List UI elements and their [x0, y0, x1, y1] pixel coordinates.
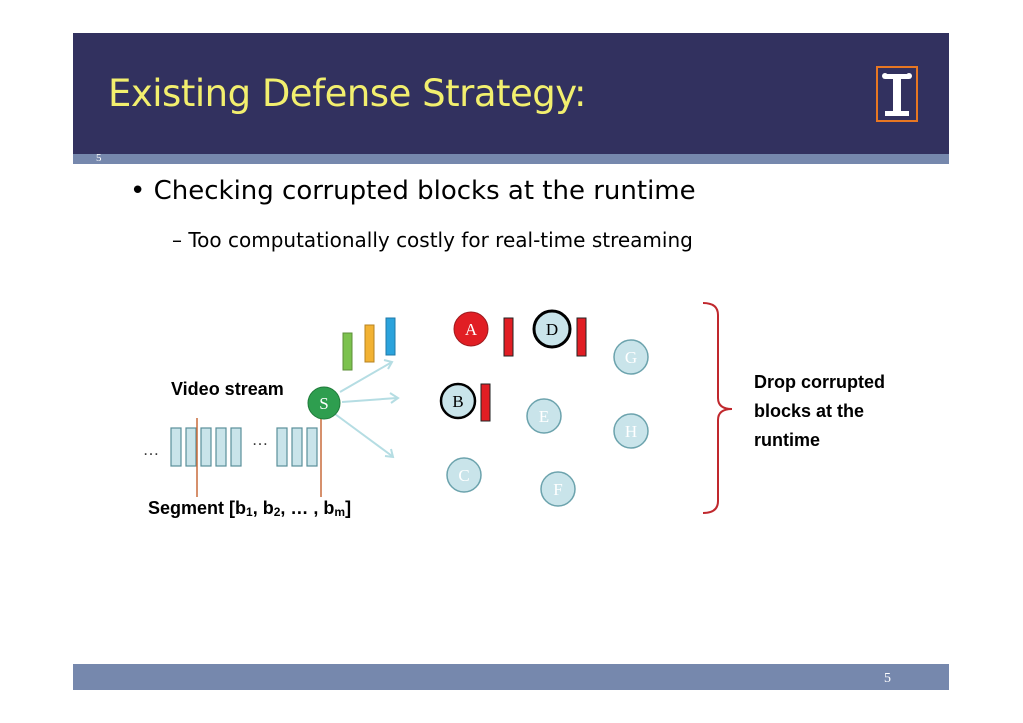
slide-number-small: 5 — [96, 152, 102, 164]
node-g: G — [613, 339, 649, 375]
svg-text:F: F — [553, 480, 562, 499]
right-brace — [702, 302, 733, 514]
block-green — [342, 332, 353, 371]
ellipsis-left: … — [143, 442, 159, 459]
segment-label: Segment [b1, b2, … , bm] — [148, 498, 351, 519]
svg-text:E: E — [539, 407, 549, 426]
node-b: B — [439, 382, 477, 420]
main-bullet: • Checking corrupted blocks at the runti… — [130, 176, 696, 206]
node-d: D — [532, 309, 572, 349]
source-node-s: S — [307, 386, 341, 420]
arrows — [334, 359, 400, 459]
node-f: F — [540, 471, 576, 507]
block-yellow — [364, 324, 375, 363]
node-c: C — [446, 457, 482, 493]
drop-label-line3: runtime — [754, 430, 820, 450]
university-logo-icon — [876, 66, 918, 122]
svg-text:S: S — [319, 394, 328, 413]
header-stripe — [73, 154, 949, 164]
video-stream-label: Video stream — [171, 379, 284, 399]
footer-bar — [73, 664, 949, 690]
corrupted-block-d — [576, 317, 587, 357]
svg-text:A: A — [465, 320, 478, 339]
segment-blocks — [170, 427, 318, 467]
block-blue — [385, 317, 396, 356]
node-h: H — [613, 413, 649, 449]
svg-text:B: B — [452, 392, 463, 411]
svg-text:C: C — [458, 466, 469, 485]
sub-bullet: – Too computationally costly for real-ti… — [172, 228, 693, 252]
page-number: 5 — [884, 671, 891, 686]
svg-text:D: D — [546, 320, 558, 339]
node-a: A — [453, 311, 489, 347]
drop-label-line2: blocks at the — [754, 401, 864, 421]
corrupted-block-b — [480, 383, 491, 422]
corrupted-block-a — [503, 317, 514, 357]
slide-title: Existing Defense Strategy: — [108, 72, 586, 115]
drop-label-line1: Drop corrupted — [754, 372, 885, 392]
ellipsis-mid: … — [252, 432, 268, 449]
svg-text:G: G — [625, 348, 637, 367]
title-bar — [73, 33, 949, 154]
node-e: E — [526, 398, 562, 434]
svg-text:H: H — [625, 422, 637, 441]
